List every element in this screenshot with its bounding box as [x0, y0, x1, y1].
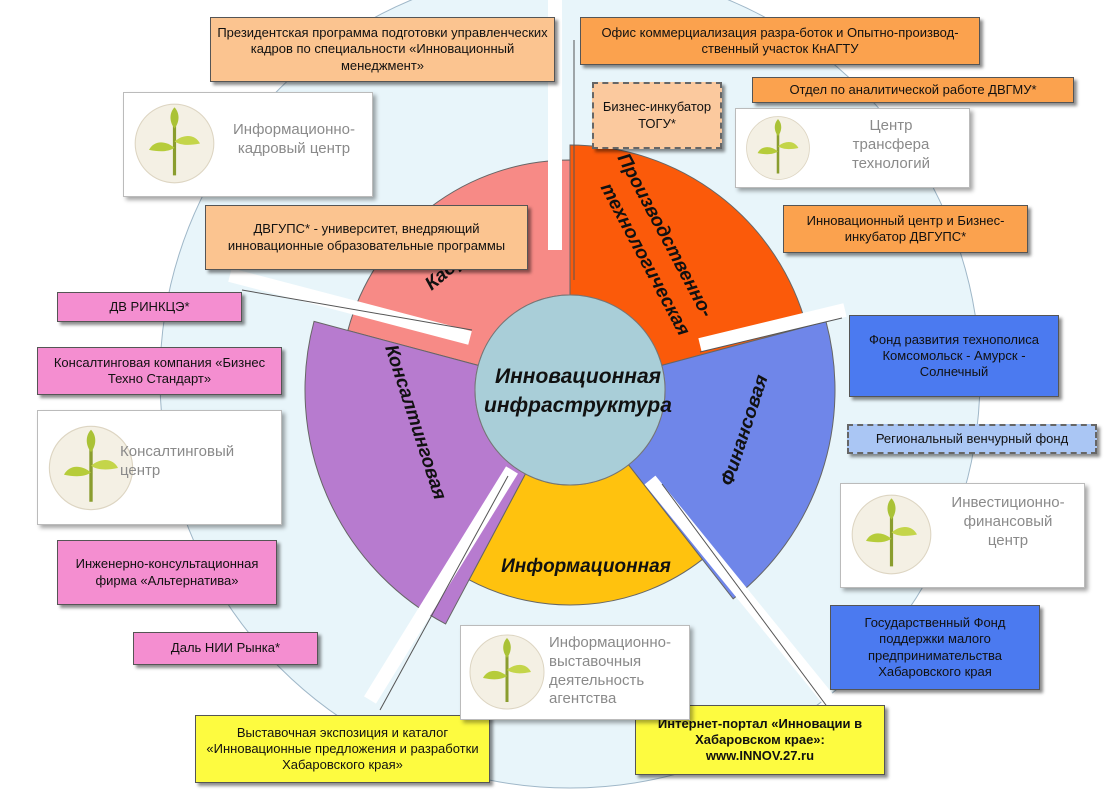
divider-line — [698, 303, 847, 352]
box-dv-rinkc: ДВ РИНКЦЭ* — [57, 292, 242, 322]
plant-sprout-icon — [851, 494, 932, 575]
box-dvgups-university: ДВГУПС* - университет, внедряющий иннова… — [205, 205, 528, 270]
hub-title-line2: инфраструктура — [484, 394, 672, 417]
box-otdel-dvgmu: Отдел по аналитической работе ДВГМУ* — [752, 77, 1074, 103]
hub-title-line1: Инновационная — [495, 365, 661, 388]
box-innov-center-dvgups: Инновационный центр и Бизнес-инкубатор Д… — [783, 205, 1028, 253]
center-vystavochnaya: Информационно- выставочныя деятельность … — [460, 625, 690, 720]
box-gos-fond: Государственный Фонд поддержки малого пр… — [830, 605, 1040, 690]
plant-sprout-icon — [746, 116, 810, 180]
connector-line — [661, 483, 841, 725]
connector-line — [379, 475, 509, 711]
center-vystavochnaya-text: Информационно- выставочныя деятельность … — [549, 634, 671, 708]
center-konsalting-text: Консалтинговый центр — [120, 443, 235, 479]
box-alternativa: Инженерно-консультационная фирма «Альтер… — [57, 540, 277, 605]
plant-sprout-icon — [134, 103, 215, 184]
center-investment-text: Инвестиционно- финансовый центр — [951, 494, 1065, 549]
center-kadrovy-text: Информационно- кадровый центр — [233, 121, 355, 157]
hub-circle — [474, 294, 666, 486]
box-president-program: Президентская программа подготовки управ… — [210, 17, 555, 82]
connector-line — [699, 317, 843, 353]
box-dal-nii: Даль НИИ Рынка* — [133, 632, 318, 665]
center-kadrovy: Информационно- кадровый центр — [123, 92, 373, 197]
box-office-kn: Офис коммерциализация разра-боток и Опыт… — [580, 17, 980, 65]
divider-line — [228, 268, 472, 345]
plant-sprout-icon — [48, 425, 134, 511]
divider-line — [364, 466, 518, 704]
box-fond-komsomolsk: Фонд развития технополиса Комсомольск - … — [849, 315, 1059, 397]
box-venture-fund: Региональный венчурный фонд — [847, 424, 1097, 454]
box-vystavka: Выставочная экспозиция и каталог «Иннова… — [195, 715, 490, 783]
center-konsalting: Консалтинговый центр — [37, 410, 282, 525]
center-investment: Инвестиционно- финансовый центр — [840, 483, 1085, 588]
box-bts: Консалтинговая компания «Бизнес Техно Ст… — [37, 347, 282, 395]
center-transfer: Центр трансфера технологий — [735, 108, 970, 188]
connector-line — [241, 289, 473, 331]
box-biz-incubator-togu: Бизнес-инкубатор ТОГУ* — [592, 82, 722, 149]
plant-sprout-icon — [469, 634, 545, 710]
sector-label-informacionnaya: Информационная — [501, 556, 671, 577]
center-transfer-text: Центр трансфера технологий — [851, 117, 930, 172]
